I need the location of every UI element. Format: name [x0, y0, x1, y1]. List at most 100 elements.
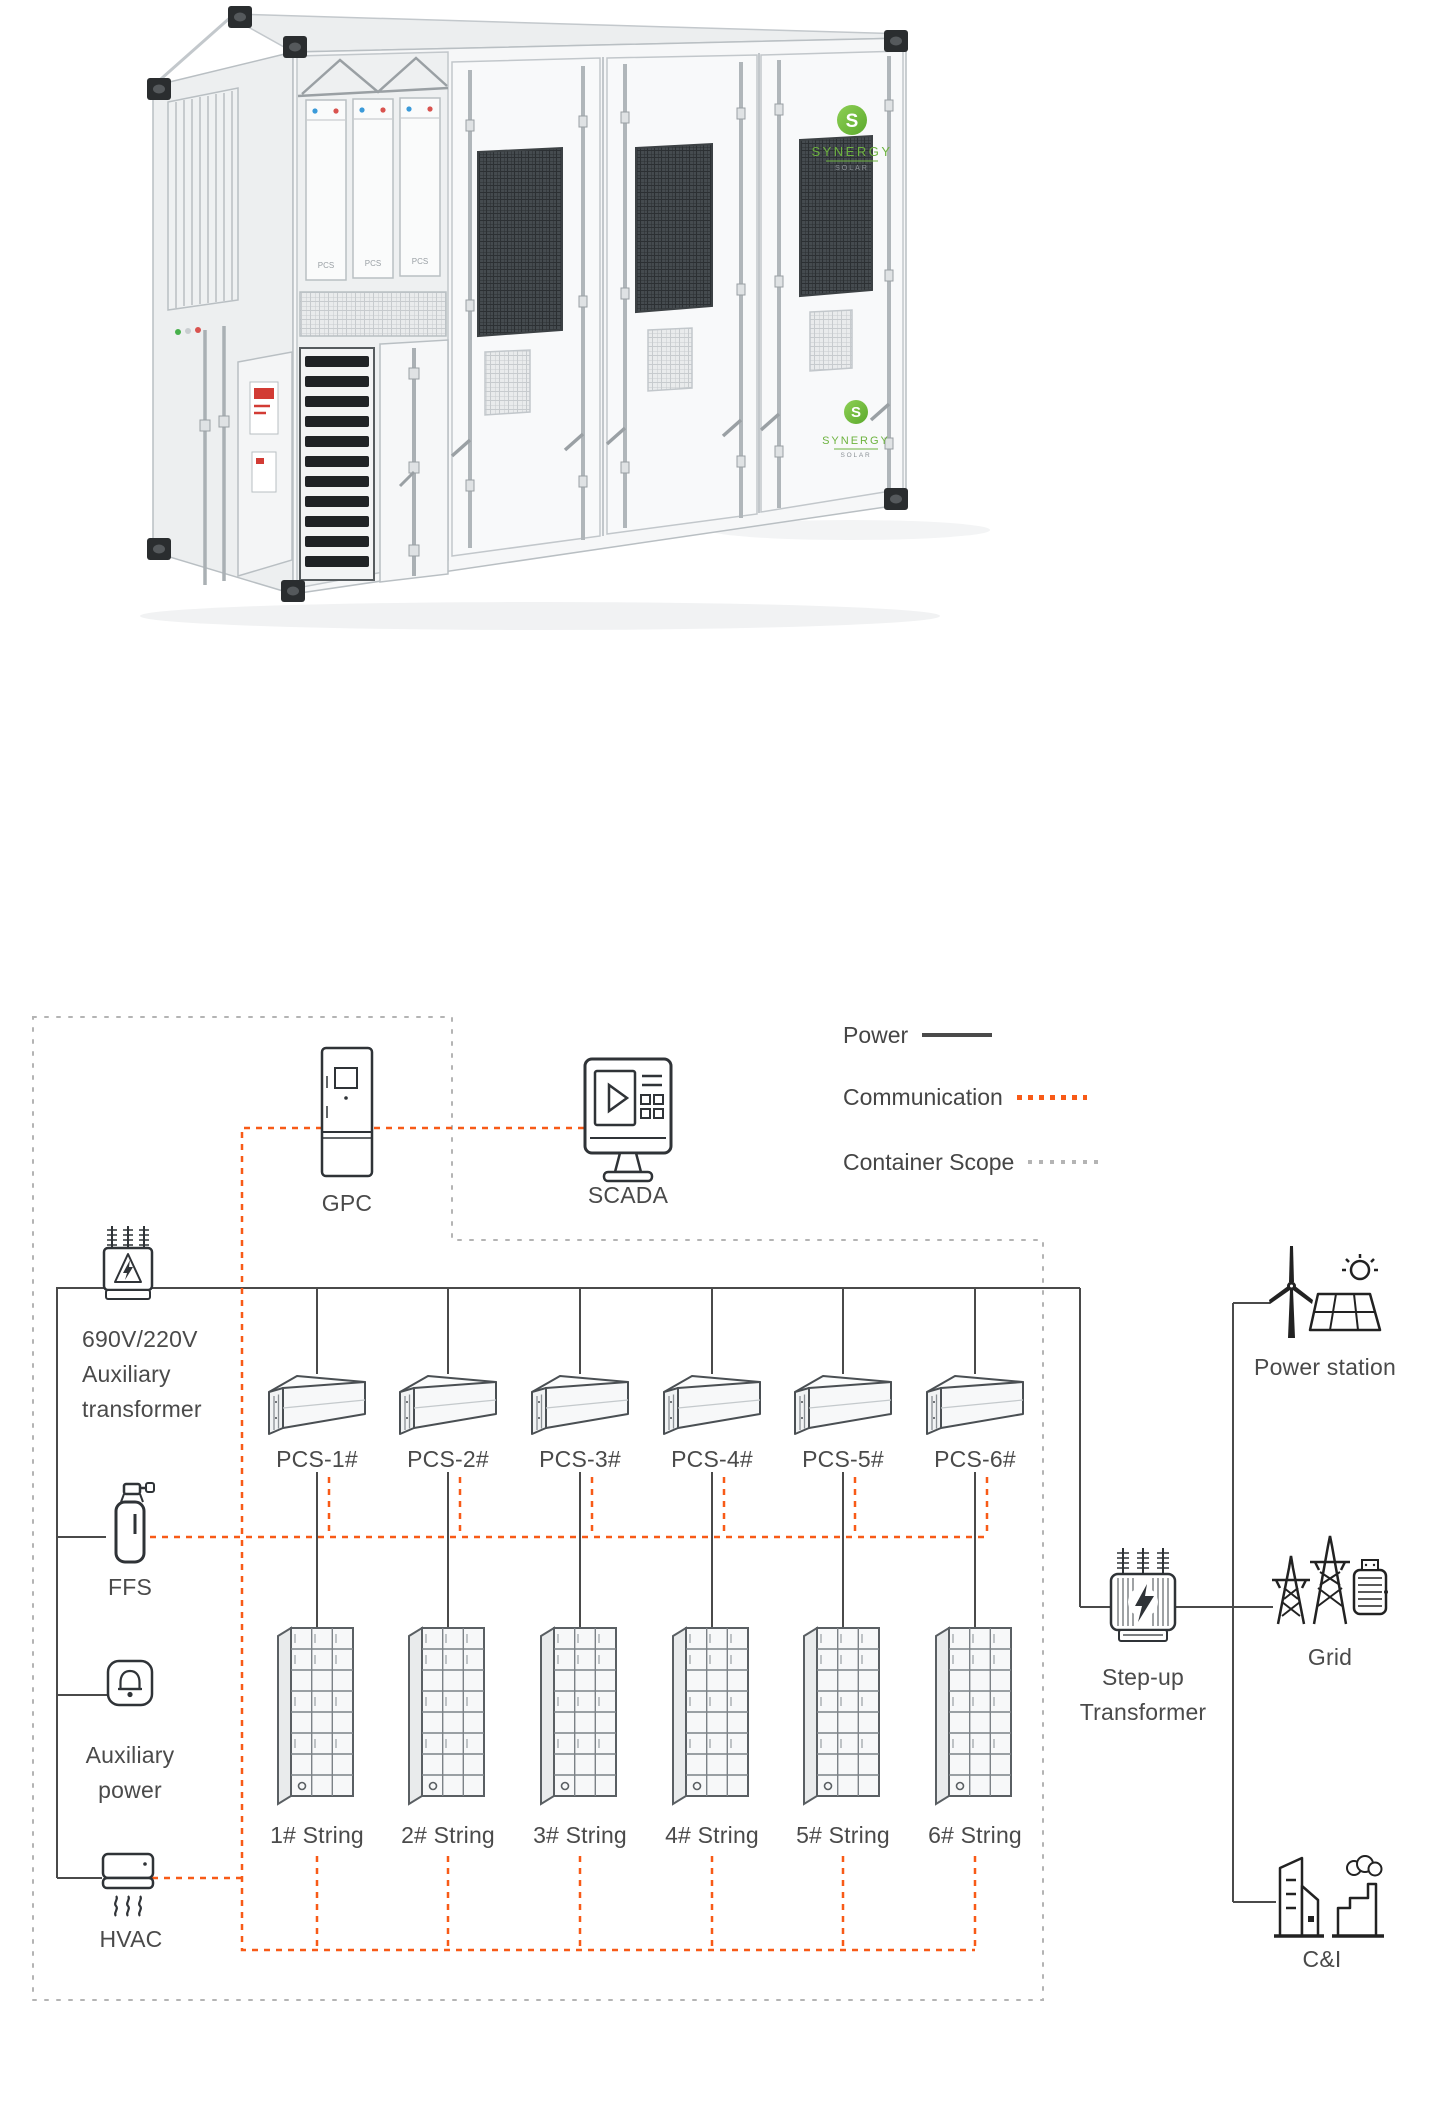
end-control-cabinet [237, 351, 293, 578]
legend-item-power: Power [843, 1021, 993, 1049]
pcs-icon-1 [268, 1375, 366, 1435]
gpc-label: GPC [321, 1190, 373, 1216]
string-label-5: 5# String [796, 1822, 890, 1848]
door-2-lower-vent [647, 327, 693, 392]
power-station-icon [1267, 1244, 1382, 1340]
string-label-3: 3# String [533, 1822, 627, 1848]
legend-label: Communication [843, 1083, 1003, 1110]
aux-transformer-line1: 690V/220V [82, 1326, 198, 1352]
string-rack-icon-5 [803, 1627, 880, 1805]
indicator-blue [359, 107, 365, 113]
aux-transformer-icon [102, 1224, 154, 1301]
power-lines [56, 1287, 1276, 1903]
door-1-vent [477, 146, 563, 338]
ground-shadow [140, 602, 940, 630]
ci-icon [1272, 1854, 1386, 1938]
pcs-label-4: PCS-4# [671, 1446, 753, 1472]
aux-power-line1: Auxiliary [85, 1742, 175, 1768]
string-rack-icon-4 [672, 1627, 749, 1805]
stepup-line1: Step-up [1102, 1664, 1184, 1690]
roof-truss [301, 56, 448, 95]
brand-logo-bottom: S SYNERGY SOLAR [822, 400, 890, 459]
indicator-red [333, 108, 339, 114]
string-label-6: 6# String [928, 1822, 1022, 1848]
brand-logo-s: S [846, 111, 859, 132]
legend-label: Container Scope [843, 1148, 1015, 1175]
pcs-label-3: PCS-3# [539, 1446, 621, 1472]
container-render: PCS PCS PCS [140, 6, 990, 630]
string-rack-icon-3 [540, 1627, 617, 1805]
hvac-icon [101, 1852, 155, 1918]
hvac-label: HVAC [99, 1926, 163, 1952]
brand-logo-top: S SYNERGY SOLAR [811, 105, 892, 172]
pcs-icon-4 [663, 1375, 761, 1435]
door-handle [398, 470, 416, 488]
ffs-icon [114, 1481, 156, 1564]
indicator-red [380, 107, 386, 113]
aux-transformer-line2: Auxiliary [82, 1361, 171, 1387]
stepup-transformer-icon [1109, 1546, 1177, 1643]
legend-label: Power [843, 1021, 909, 1048]
end-grille [167, 87, 239, 311]
container-scope-line-sample [1028, 1160, 1099, 1164]
interior-pcs-cabinets: PCS PCS PCS [305, 97, 441, 281]
pcs-label-6: PCS-6# [934, 1446, 1016, 1472]
brand-logo-s: S [851, 404, 861, 421]
indicator-red [427, 106, 433, 112]
aux-power-icon [106, 1659, 154, 1707]
grid-icon [1270, 1534, 1390, 1626]
aux-power-label: Auxiliary power [86, 1738, 175, 1808]
indicator-green [175, 329, 181, 335]
stepup-transformer-label: Step-up Transformer [1080, 1660, 1207, 1730]
aux-power-line2: power [98, 1777, 162, 1803]
vent-grille [299, 291, 447, 337]
brand-name: SYNERGY [822, 435, 890, 447]
brand-sub: SOLAR [840, 452, 871, 459]
string-rack-icon-6 [935, 1627, 1012, 1805]
communication-line-sample [1016, 1094, 1087, 1100]
string-label-2: 2# String [401, 1822, 495, 1848]
pcs-label-5: PCS-5# [802, 1446, 884, 1472]
container-scope-boundary [32, 1016, 1044, 2001]
ci-label: C&I [1302, 1946, 1342, 1972]
aux-transformer-line3: transformer [82, 1396, 202, 1422]
legend-item-communication: Communication [843, 1083, 1087, 1111]
ffs-label: FFS [107, 1574, 153, 1600]
power-line-sample [922, 1033, 993, 1037]
door-1-lower-vent [484, 349, 531, 416]
door-2-vent [635, 142, 713, 314]
indicator-red [195, 327, 201, 333]
bess-container-illustration: PCS PCS PCS [140, 6, 990, 630]
pcs-label-1: PCS-1# [276, 1446, 358, 1472]
front-doors [450, 50, 904, 557]
brand-sub: SOLAR [835, 165, 869, 172]
ground-shadow-right [710, 520, 990, 540]
access-door [379, 339, 449, 583]
indicator-blue [406, 106, 412, 112]
equipment-bay: PCS PCS PCS [296, 51, 449, 589]
end-face-details [167, 87, 293, 585]
pcs-icon-2 [399, 1375, 497, 1435]
scada-label: SCADA [587, 1182, 669, 1208]
string-rack-icon-1 [277, 1627, 354, 1805]
stepup-line2: Transformer [1079, 1699, 1207, 1725]
string-label-4: 4# String [665, 1822, 759, 1848]
door-3-vent [799, 134, 873, 298]
indicator-gray [185, 328, 191, 334]
pcs-icon-5 [794, 1375, 892, 1435]
string-label-1: 1# String [270, 1822, 364, 1848]
door-handles [450, 402, 891, 458]
pcs-icon-3 [531, 1375, 629, 1435]
power-station-label: Power station [1254, 1354, 1396, 1380]
scada-icon [583, 1057, 673, 1183]
grid-label: Grid [1307, 1644, 1353, 1670]
door-3-lower-vent [809, 309, 853, 372]
indicator-blue [312, 108, 318, 114]
pcs-icon-6 [926, 1375, 1024, 1435]
brand-name: SYNERGY [811, 144, 892, 159]
pcs-module-label: PCS [412, 257, 428, 266]
pcs-label-2: PCS-2# [407, 1446, 489, 1472]
communication-lines [150, 1126, 989, 1952]
